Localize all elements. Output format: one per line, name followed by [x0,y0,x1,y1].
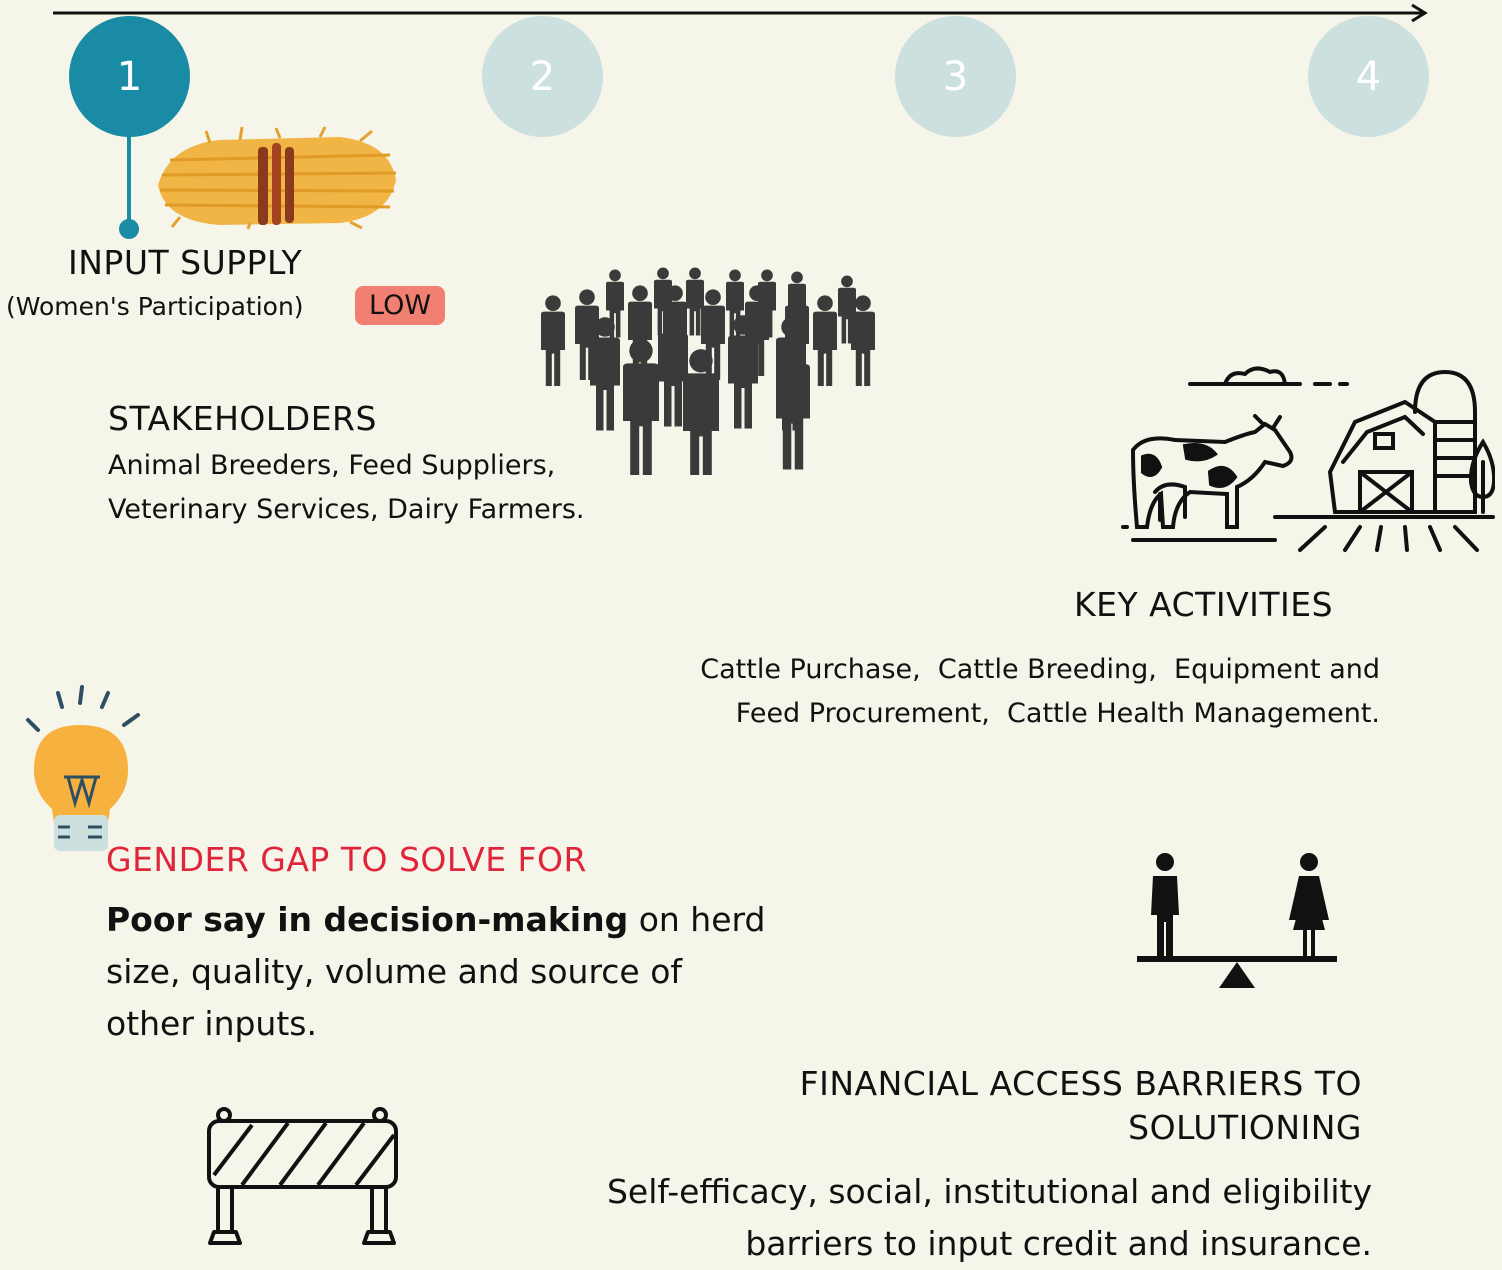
farm-icon [1121,366,1495,552]
person-silhouette [658,313,688,427]
gender-gap-line-1-rest: on herd [628,900,766,939]
person-silhouette [682,349,720,475]
person-silhouette [851,295,875,386]
hay-bale-icon [158,126,397,230]
input-supply-title: INPUT SUPPLY [68,243,303,282]
person-silhouette [813,295,837,386]
person-silhouette [541,295,565,386]
stakeholders-line-1: Animal Breeders, Feed Suppliers, [108,450,556,481]
step-4-circle: 4 [1308,16,1429,137]
financial-barriers-title-2: SOLUTIONING [1128,1108,1362,1147]
gender-gap-line-1: Poor say in decision-making on herd [106,894,765,946]
person-silhouette [623,339,659,475]
financial-barriers-title-1: FINANCIAL ACCESS BARRIERS TO [799,1064,1362,1103]
timeline-arrow [53,3,1428,23]
step-connector [119,130,139,239]
lightbulb-icon [26,685,140,851]
participation-label: (Women's Participation) [6,292,304,321]
participation-level-badge: LOW [355,286,446,325]
person-silhouette [590,317,620,431]
gender-balance-icon [1137,853,1337,988]
stakeholders-line-2: Veterinary Services, Dairy Farmers. [108,494,585,525]
person-silhouette [728,315,758,429]
financial-barriers-line-1: Self-efficacy, social, institutional and… [606,1172,1372,1211]
gender-gap-line-2: size, quality, volume and source of [106,952,683,991]
key-activities-title: KEY ACTIVITIES [1074,585,1334,624]
step-1-circle: 1 [69,16,190,137]
gender-gap-title: GENDER GAP TO SOLVE FOR [106,840,587,879]
step-3-circle: 3 [895,16,1016,137]
step-2-circle: 2 [482,16,603,137]
key-activities-line-1: Cattle Purchase, Cattle Breeding, Equipm… [700,654,1380,685]
gender-gap-emphasis: Poor say in decision-making [106,900,629,939]
crowd-icon [541,267,875,475]
financial-barriers-line-2: barriers to input credit and insurance. [745,1224,1372,1263]
stakeholders-title: STAKEHOLDERS [108,399,377,438]
key-activities-line-2: Feed Procurement, Cattle Health Manageme… [735,698,1380,729]
gender-gap-line-3: other inputs. [106,1004,317,1043]
person-silhouette [776,341,810,470]
person-silhouette [686,267,704,336]
barrier-icon [207,1107,398,1245]
